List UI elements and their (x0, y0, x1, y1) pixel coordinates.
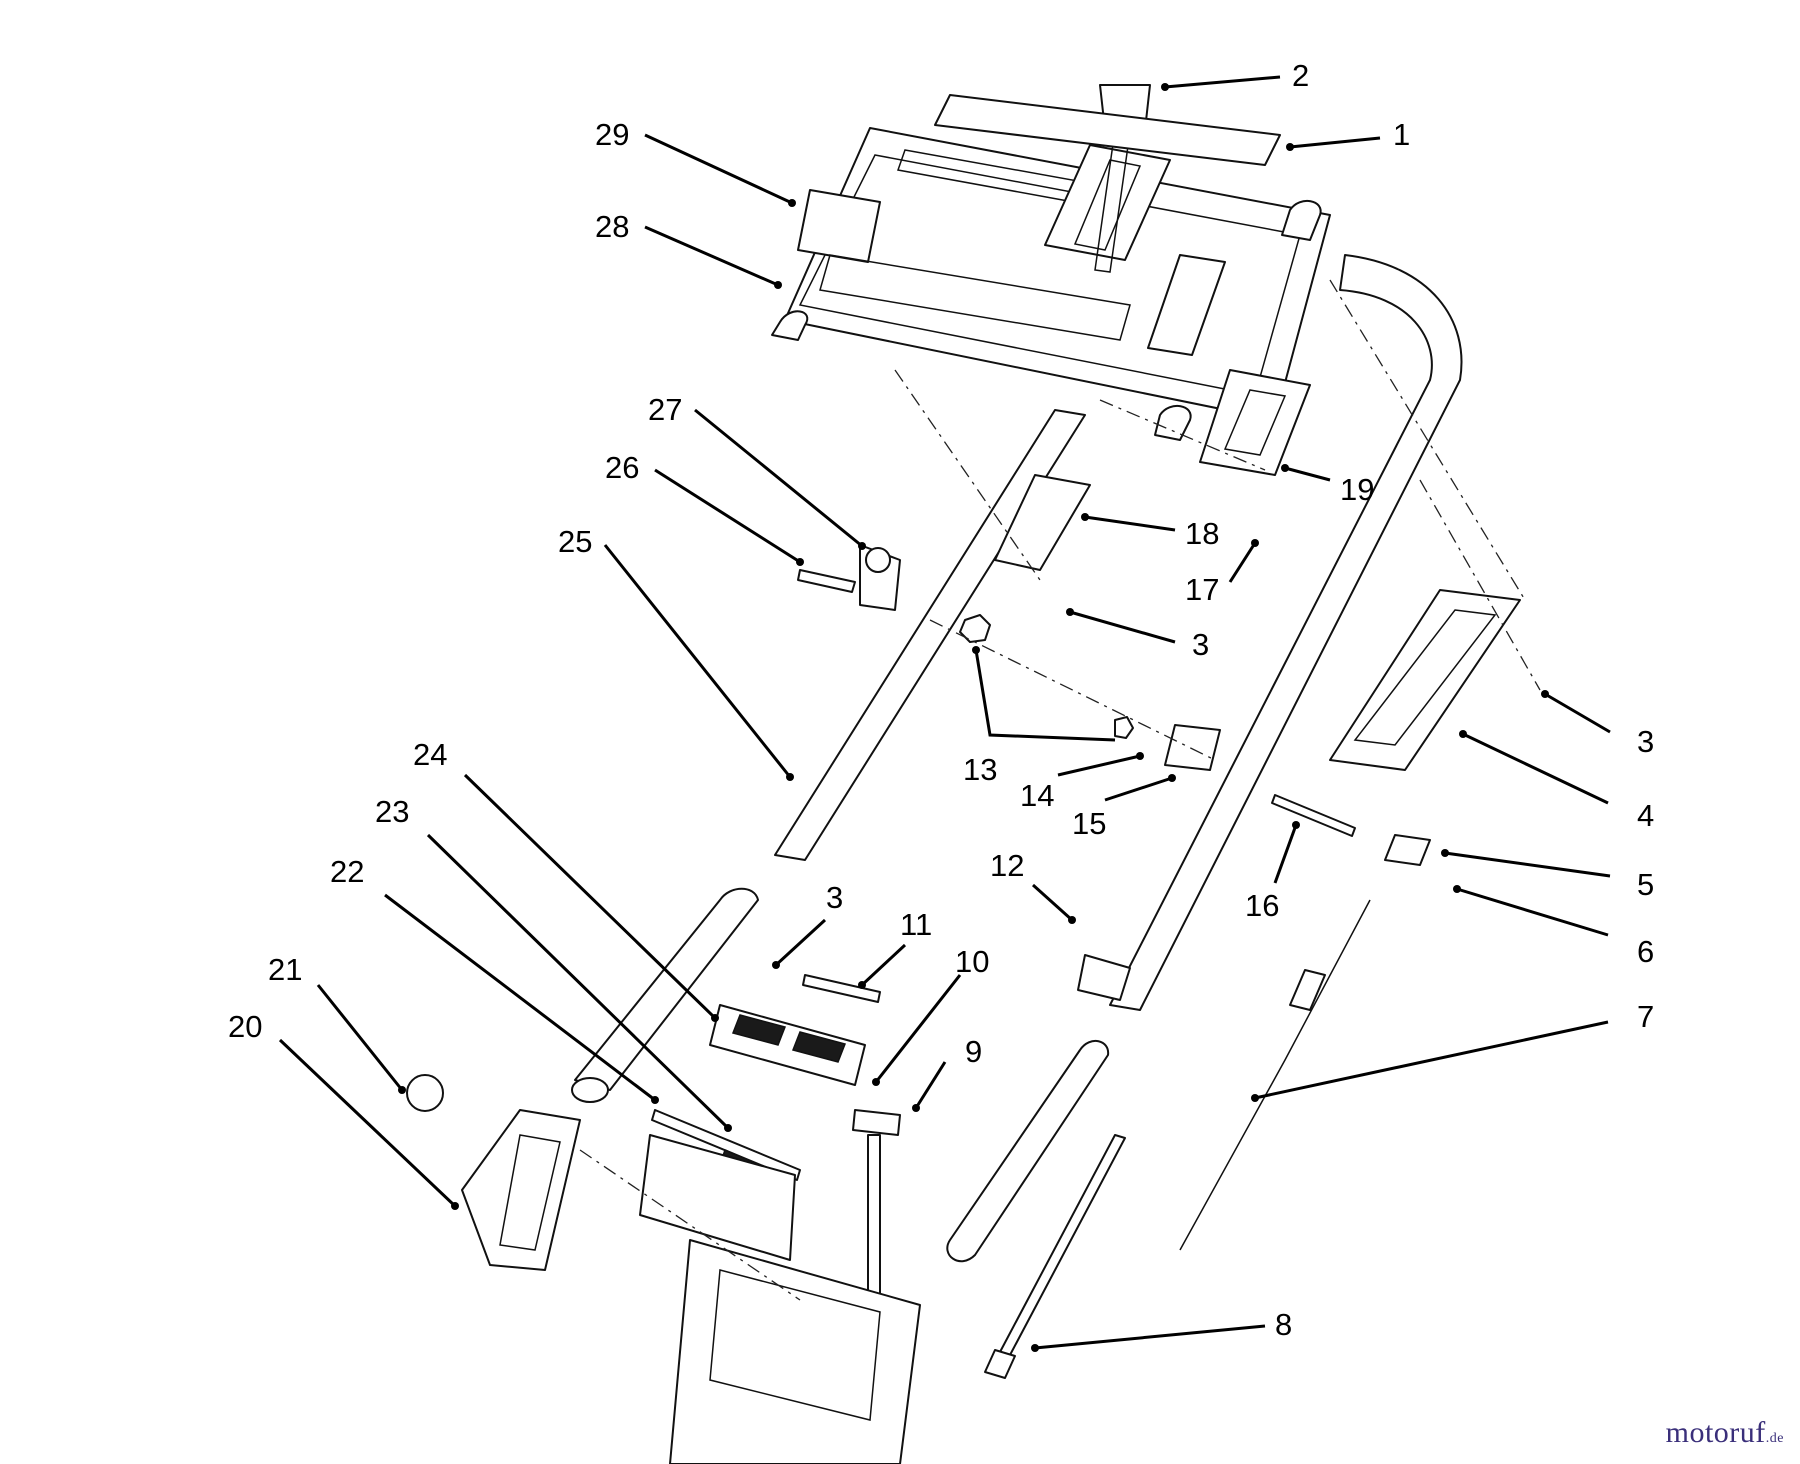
assembly-line (1099, 399, 1266, 471)
assembly-line (1329, 279, 1526, 601)
rod-end (984, 1349, 1016, 1379)
tube-end (571, 1077, 609, 1103)
assembly-line (929, 619, 1216, 761)
clamp-18 (994, 474, 1091, 571)
callout-14: 14 (1020, 778, 1054, 813)
callout-3-bottom: 3 (826, 880, 843, 915)
lower-handle-left (574, 887, 759, 1091)
plate-24-pad-b (791, 1031, 847, 1063)
callout-3-center: 3 (1192, 627, 1209, 662)
knob-21 (406, 1074, 444, 1112)
base-frame (639, 1134, 796, 1261)
watermark: motoruf.de (1666, 1416, 1784, 1450)
nut-14 (1114, 716, 1134, 739)
decal (934, 94, 1281, 166)
callout-9: 9 (965, 1034, 982, 1069)
callout-23: 23 (375, 794, 409, 829)
watermark-tld: .de (1765, 1431, 1784, 1446)
base-block (669, 1239, 921, 1464)
control-panel (771, 127, 1331, 441)
shield-panel-inner (1353, 609, 1497, 746)
callout-18: 18 (1185, 516, 1219, 551)
callout-25: 25 (558, 524, 592, 559)
callout-10: 10 (955, 944, 989, 979)
callouts: 1 2 29 28 27 26 25 18 17 19 3 3 (228, 58, 1654, 1352)
callout-22: 22 (330, 854, 364, 889)
callout-26: 26 (605, 450, 639, 485)
callout-27: 27 (648, 392, 682, 427)
callout-8: 8 (1275, 1307, 1292, 1342)
callout-20: 20 (228, 1009, 262, 1044)
assembly-line (894, 369, 1041, 581)
bolt-16 (1271, 794, 1356, 837)
callout-5: 5 (1637, 867, 1654, 902)
part-27-hole (865, 547, 891, 573)
plate-24-pad-a (731, 1014, 787, 1046)
callout-11: 11 (900, 907, 932, 942)
cable-spring (1289, 969, 1326, 1011)
block-15 (1164, 724, 1221, 771)
callout-1: 1 (1393, 117, 1410, 152)
housing-20 (461, 1109, 581, 1271)
handle-tubes (774, 254, 1463, 1011)
spacer-9 (852, 1109, 901, 1136)
callout-3-right: 3 (1637, 724, 1654, 759)
shield-panel (1329, 589, 1521, 771)
threaded-rod-22 (651, 1109, 801, 1181)
clamp-12 (1077, 954, 1131, 1001)
assembly-line (1419, 479, 1541, 691)
bracket-19-slot (1223, 389, 1287, 456)
lower-handle-right (946, 1040, 1110, 1263)
callout-19: 19 (1340, 472, 1374, 507)
bolt-26 (797, 569, 856, 593)
callout-2: 2 (1292, 58, 1309, 93)
callout-24: 24 (413, 737, 447, 772)
housing-20-detail (499, 1134, 561, 1251)
callout-4: 4 (1637, 798, 1654, 833)
callout-16: 16 (1245, 888, 1279, 923)
bolt-11 (802, 974, 881, 1003)
callout-15: 15 (1072, 806, 1106, 841)
callout-6: 6 (1637, 934, 1654, 969)
base-block-inner (709, 1269, 881, 1421)
callout-7: 7 (1637, 999, 1654, 1034)
rod-10 (867, 1134, 881, 1316)
callout-12: 12 (990, 848, 1024, 883)
hex-13 (959, 614, 991, 643)
callout-29: 29 (595, 117, 629, 152)
callout-28: 28 (595, 209, 629, 244)
callout-13: 13 (963, 752, 997, 787)
callout-17: 17 (1185, 572, 1219, 607)
bracket-5 (1384, 834, 1431, 866)
callout-21: 21 (268, 952, 302, 987)
watermark-text: motoruf (1665, 1416, 1766, 1449)
control-cable (1179, 899, 1371, 1251)
